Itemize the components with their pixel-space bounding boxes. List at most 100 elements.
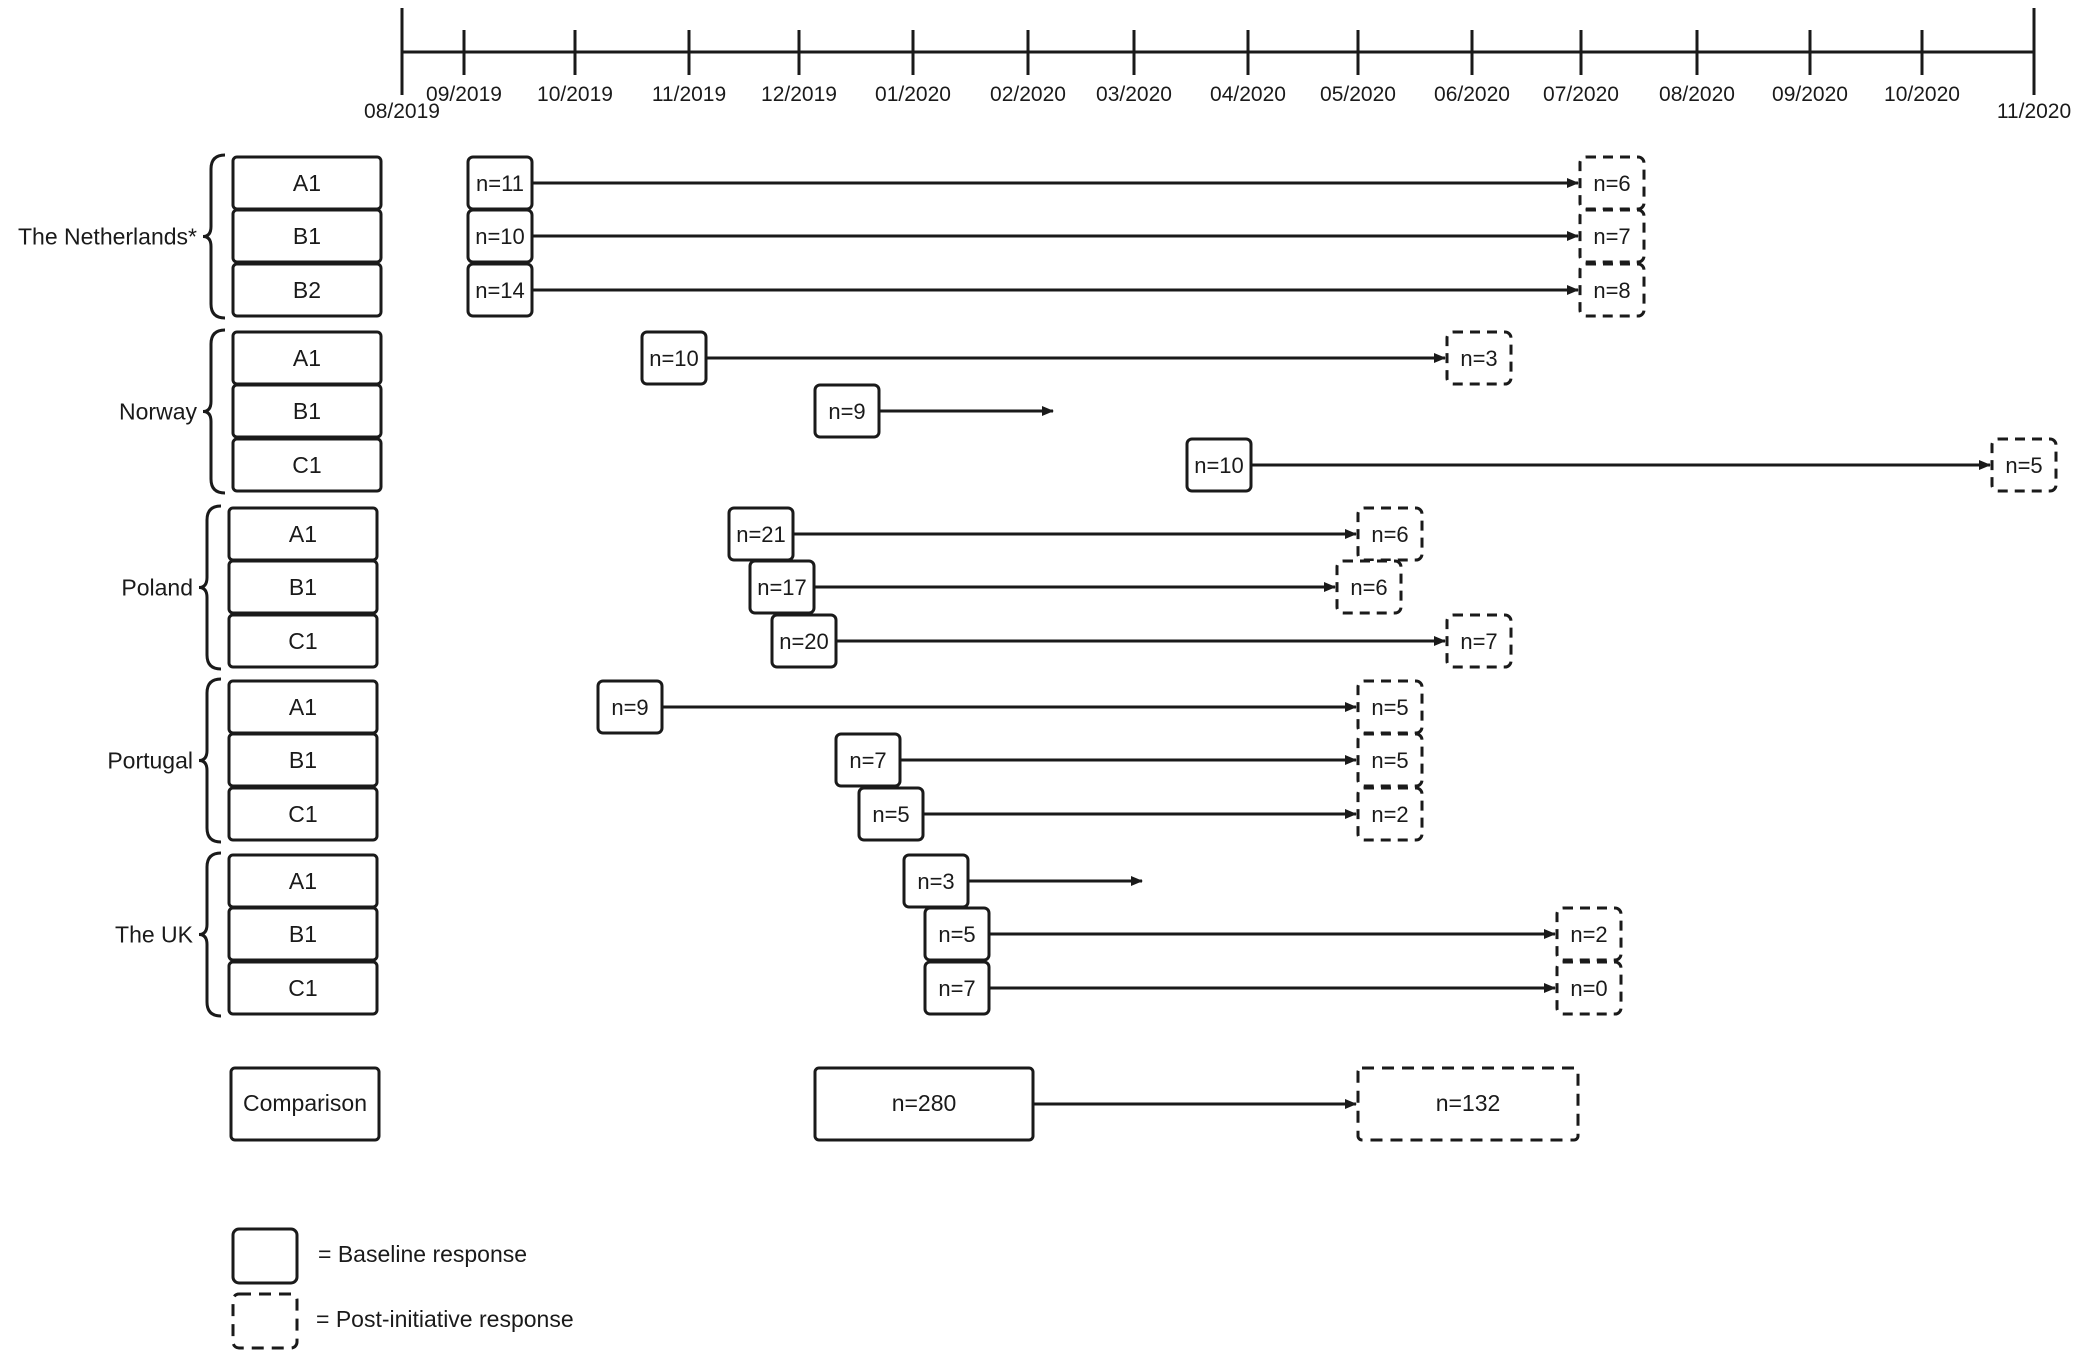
baseline-response-box [466, 262, 534, 318]
baseline-count: n=10 [475, 224, 525, 249]
post-initiative-response-box [1578, 262, 1646, 318]
group-brace [198, 504, 222, 671]
post-initiative-response-box [1555, 906, 1623, 962]
post-initiative-count: n=6 [1371, 522, 1408, 547]
site-box [227, 613, 379, 669]
baseline-count: n=11 [476, 171, 524, 196]
country-label: Norway [119, 399, 197, 425]
baseline-response-box [596, 679, 664, 735]
site-row: A1 n=9 n=5 [227, 679, 1424, 735]
site-row: C1 n=5 n=2 [227, 786, 1424, 842]
post-initiative-count: n=0 [1570, 976, 1607, 1001]
baseline-count: n=10 [1194, 453, 1244, 478]
group-brace [198, 677, 222, 844]
site-label: B1 [289, 921, 317, 947]
baseline-response-box [466, 208, 534, 264]
post-initiative-response-box [1445, 613, 1513, 669]
baseline-count: n=20 [779, 629, 829, 654]
site-label: A1 [289, 868, 317, 894]
legend-post-label: = Post-initiative response [316, 1306, 574, 1332]
timeline-tick-label: 10/2020 [1884, 83, 1960, 106]
timeline-tick-label: 10/2019 [537, 83, 613, 106]
baseline-count: n=10 [649, 346, 699, 371]
site-row: C1 n=7 n=0 [227, 960, 1623, 1016]
timeline-tick-label: 11/2019 [652, 83, 726, 106]
site-row: A1 n=3 [227, 853, 1143, 909]
site-label: C1 [288, 975, 317, 1001]
baseline-response-box [1185, 437, 1253, 493]
post-initiative-response-box [1445, 330, 1513, 386]
comparison-baseline-count: n=280 [892, 1090, 957, 1116]
baseline-response-box [640, 330, 708, 386]
legend-baseline-label: = Baseline response [318, 1241, 527, 1267]
post-initiative-count: n=5 [1371, 695, 1408, 720]
post-initiative-response-box [1335, 559, 1403, 615]
site-label: A1 [289, 694, 317, 720]
baseline-response-box [834, 732, 902, 788]
site-box [231, 262, 383, 318]
legend-baseline-swatch [231, 1227, 299, 1285]
site-label: A1 [289, 521, 317, 547]
baseline-count: n=7 [938, 976, 975, 1001]
timeline-tick-label: 03/2020 [1096, 83, 1172, 106]
country-label: The UK [115, 922, 194, 948]
baseline-count: n=3 [917, 869, 954, 894]
timeline-tick-label: 02/2020 [990, 83, 1066, 106]
site-label: A1 [293, 345, 321, 371]
site-label: C1 [288, 801, 317, 827]
site-row: A1 n=21 n=6 [227, 506, 1424, 562]
post-initiative-response-box [1356, 786, 1424, 842]
post-initiative-count: n=7 [1593, 224, 1630, 249]
baseline-count: n=7 [849, 748, 886, 773]
post-initiative-response-box [1356, 506, 1424, 562]
post-initiative-response-box [1990, 437, 2058, 493]
timeline-tick-label: 07/2020 [1543, 83, 1619, 106]
comparison-post-box [1356, 1066, 1580, 1142]
timeline-tick-label: 08/2019 [364, 100, 440, 123]
post-initiative-count: n=7 [1460, 629, 1497, 654]
post-initiative-response-box [1555, 960, 1623, 1016]
baseline-count: n=5 [872, 802, 909, 827]
site-label: B1 [293, 223, 321, 249]
group-brace [198, 851, 222, 1018]
timeline-tick-label: 11/2020 [1997, 100, 2071, 123]
comparison-label: Comparison [243, 1090, 367, 1116]
site-box [231, 208, 383, 264]
country-label: The Netherlands* [18, 224, 197, 250]
baseline-response-box [857, 786, 925, 842]
post-initiative-count: n=2 [1371, 802, 1408, 827]
site-box [227, 906, 379, 962]
legend-post-swatch [231, 1292, 299, 1350]
timeline-tick-label: 08/2020 [1659, 83, 1735, 106]
post-initiative-count: n=5 [2005, 453, 2042, 478]
timeline-tick-label: 05/2020 [1320, 83, 1396, 106]
baseline-response-box [748, 559, 816, 615]
post-initiative-count: n=6 [1593, 171, 1630, 196]
timeline-tick-label: 01/2020 [875, 83, 951, 106]
site-row: B1 n=10 n=7 [231, 208, 1646, 264]
site-box [227, 786, 379, 842]
baseline-count: n=9 [611, 695, 648, 720]
timeline-tick-label: 12/2019 [761, 83, 837, 106]
baseline-count: n=17 [757, 575, 807, 600]
post-initiative-count: n=8 [1593, 278, 1630, 303]
country-label: Portugal [107, 748, 193, 774]
post-initiative-count: n=2 [1570, 922, 1607, 947]
site-box [227, 960, 379, 1016]
group-brace [202, 153, 226, 320]
site-label: A1 [293, 170, 321, 196]
baseline-count: n=21 [736, 522, 786, 547]
timeline-tick-label: 06/2020 [1434, 83, 1510, 106]
